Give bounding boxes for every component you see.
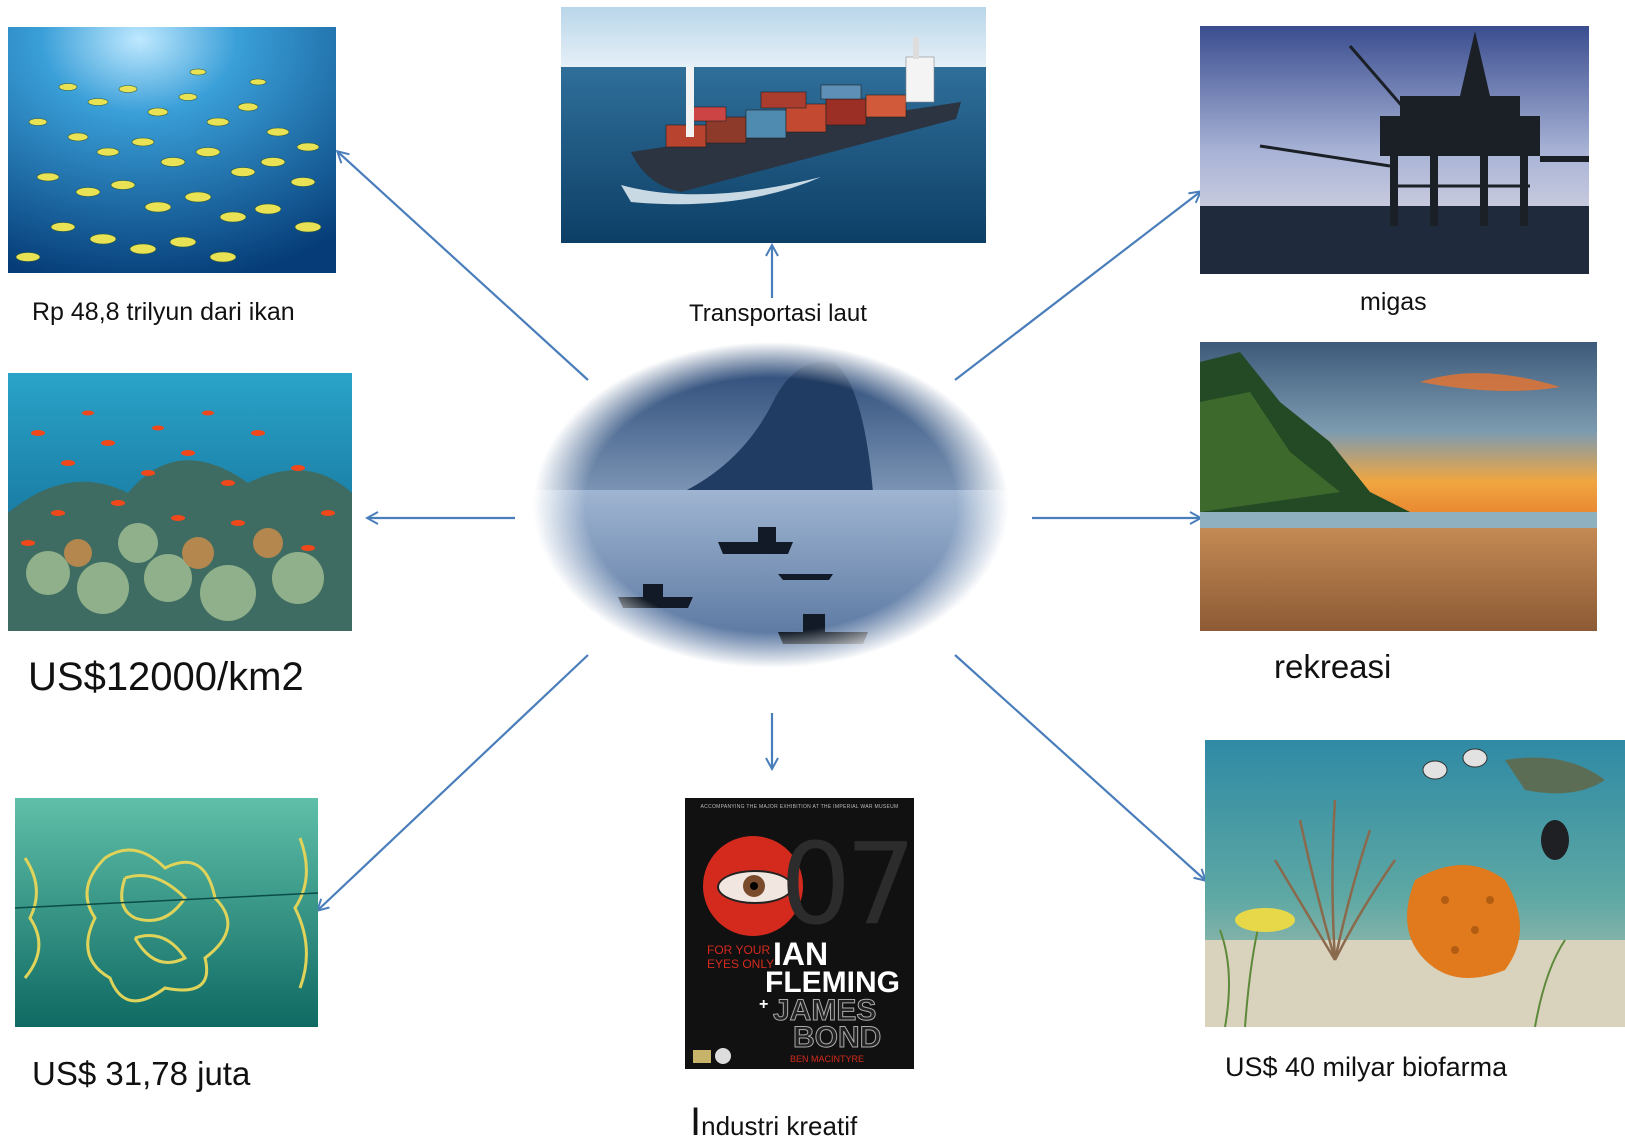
oil-rig-image <box>1200 26 1589 274</box>
caption-recreation: rekreasi <box>1274 648 1392 685</box>
underwater-biodiversity-image <box>1205 740 1625 1027</box>
cargo-ship-image <box>561 7 986 243</box>
arrow-to-seaweed <box>318 654 589 910</box>
caption-creative-industry: Industri kreatif <box>690 1100 857 1145</box>
seaweed-image <box>15 798 318 1027</box>
coral-reef-image <box>8 373 352 631</box>
seal-icon <box>715 1048 731 1064</box>
ocean-with-fishing-boats-image <box>533 342 1009 668</box>
book-cover-image: ACCOMPANYING THE MAJOR EXHIBITION AT THE… <box>685 798 914 1069</box>
book-byline: BEN MACINTYRE <box>790 1054 865 1064</box>
fish-school-image <box>8 27 336 273</box>
caption-creative-rest: ndustri kreatif <box>701 1111 858 1141</box>
eye-icon <box>717 870 793 904</box>
caption-oil-gas: migas <box>1360 288 1427 316</box>
book-subject-last: BOND <box>792 1021 882 1055</box>
book-subject-first: JAMES <box>772 994 877 1028</box>
book-tagline-1: FOR YOUR <box>707 943 771 957</box>
caption-biopharma-value: US$ 40 milyar biofarma <box>1225 1052 1508 1082</box>
caption-sea-transport: Transportasi laut <box>689 300 867 327</box>
book-author-first: IAN <box>773 936 829 972</box>
publisher-logo-icon <box>693 1050 711 1063</box>
book-top-text: ACCOMPANYING THE MAJOR EXHIBITION AT THE… <box>700 804 899 810</box>
book-author-last: FLEMING <box>765 966 900 999</box>
book-plus: + <box>759 996 769 1013</box>
beach-sunset-image <box>1200 342 1597 631</box>
caption-fish-value: Rp 48,8 trilyun dari ikan <box>32 298 295 326</box>
arrow-to-biopharma <box>954 654 1205 880</box>
book-tagline-2: EYES ONLY <box>707 957 775 971</box>
caption-creative-initial: I <box>690 1100 702 1144</box>
caption-coral-value: US$12000/km2 <box>28 655 304 699</box>
book-number: 07 <box>780 820 914 950</box>
caption-seaweed-value: US$ 31,78 juta <box>32 1055 251 1092</box>
